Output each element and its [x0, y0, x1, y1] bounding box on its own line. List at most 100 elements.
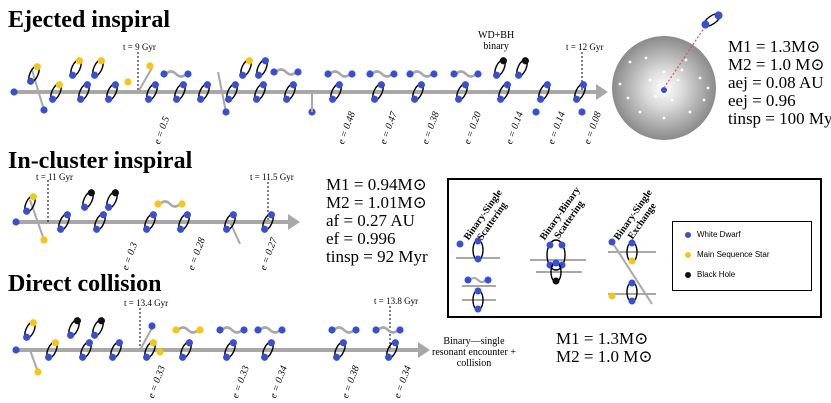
star — [154, 200, 162, 208]
star — [34, 368, 42, 376]
binary — [225, 81, 239, 103]
binary — [91, 317, 105, 339]
binary — [179, 339, 193, 361]
cluster-star — [680, 68, 684, 72]
star — [12, 218, 20, 226]
star — [172, 326, 180, 334]
timeline-collision — [14, 342, 430, 358]
time-end-ejected: t = 12 Gyr — [566, 42, 604, 52]
star — [390, 70, 398, 78]
collision-binaries — [12, 317, 404, 376]
star — [124, 78, 132, 86]
binary — [177, 211, 191, 233]
time-start-incluster: t = 11 Gyr — [36, 172, 73, 182]
binary — [79, 339, 93, 361]
binary — [91, 57, 105, 79]
binary — [23, 193, 37, 215]
binary — [253, 81, 267, 103]
legend-icons — [456, 237, 656, 313]
params-ejected: M1 = 1.3M⊙ M2 = 1.0 M⊙ aej = 0.08 AU eej… — [728, 38, 831, 128]
binary — [223, 339, 237, 361]
binary — [261, 339, 275, 361]
binary — [411, 81, 425, 103]
binary — [223, 211, 237, 233]
title-ejected-inspiral: Ejected inspiral — [8, 7, 170, 33]
binary — [515, 57, 529, 79]
timeline-incluster — [14, 214, 300, 230]
cluster-star — [702, 98, 706, 102]
binary — [23, 319, 37, 341]
star — [196, 326, 204, 334]
wd-bh-binary-label: WD+BH binary — [478, 30, 515, 52]
star — [270, 68, 278, 76]
star — [294, 68, 302, 76]
binary — [239, 57, 253, 79]
star — [240, 326, 248, 334]
star — [160, 70, 168, 78]
cluster-star — [688, 110, 692, 114]
star — [40, 236, 48, 244]
legend-item-white-dwarf: White Dwarf — [685, 230, 741, 239]
binary — [143, 339, 157, 361]
cluster-star — [684, 58, 688, 62]
cluster-star — [638, 110, 642, 114]
star — [328, 326, 336, 334]
binary — [455, 81, 469, 103]
cluster-star — [670, 98, 674, 102]
params-incluster: M1 = 0.94M⊙ M2 = 1.01M⊙ af = 0.27 AU ef … — [326, 176, 428, 266]
binary — [77, 81, 91, 103]
params-collision: M1 = 1.3M⊙ M2 = 1.0 M⊙ — [556, 330, 653, 366]
ejected-binaries — [10, 57, 587, 116]
param-m2: M2 = 1.0 M⊙ — [556, 347, 653, 366]
cluster-star — [706, 86, 710, 90]
star — [396, 326, 404, 334]
cluster-star — [662, 70, 666, 74]
cluster-star — [648, 78, 652, 82]
param-m1: M1 = 0.94M⊙ — [326, 175, 427, 194]
binary — [67, 317, 81, 339]
star — [372, 326, 380, 334]
star — [146, 62, 154, 70]
legend-item-black-hole: Black Hole — [685, 270, 735, 279]
star — [178, 200, 186, 208]
binary — [385, 339, 399, 361]
star — [254, 326, 262, 334]
star — [352, 326, 360, 334]
incluster-binaries — [12, 189, 275, 245]
binary — [27, 63, 41, 85]
legend-box — [447, 178, 822, 318]
star — [10, 88, 18, 96]
cluster-star — [654, 94, 658, 98]
collision-note: Binary—single resonant encounter + colli… — [432, 336, 516, 369]
binary — [333, 339, 347, 361]
cluster-star — [628, 60, 632, 64]
binary — [45, 339, 59, 361]
binary — [537, 81, 551, 103]
binary — [255, 57, 269, 79]
binary — [57, 211, 71, 233]
binary — [105, 81, 119, 103]
param-m1: M1 = 1.3M⊙ — [728, 37, 821, 56]
binary — [173, 81, 187, 103]
binary — [69, 57, 83, 79]
param-a: aej = 0.08 AU — [728, 73, 824, 92]
white-dwarf-icon — [685, 231, 691, 238]
binary — [105, 189, 119, 211]
star — [406, 70, 414, 78]
param-m2: M2 = 1.0 M⊙ — [728, 55, 825, 74]
main-sequence-star-icon — [685, 251, 691, 258]
time-end-incluster: t = 11.5 Gyr — [250, 172, 294, 182]
binary — [49, 81, 63, 103]
star — [450, 70, 458, 78]
binary — [93, 211, 107, 233]
binary — [143, 211, 157, 233]
cluster-star — [644, 56, 648, 60]
binary — [109, 339, 123, 361]
star — [474, 70, 482, 78]
star — [430, 70, 438, 78]
star — [222, 108, 230, 116]
star — [324, 70, 332, 78]
star — [532, 108, 540, 116]
time-end-collision: t = 13.8 Gyr — [374, 296, 419, 306]
